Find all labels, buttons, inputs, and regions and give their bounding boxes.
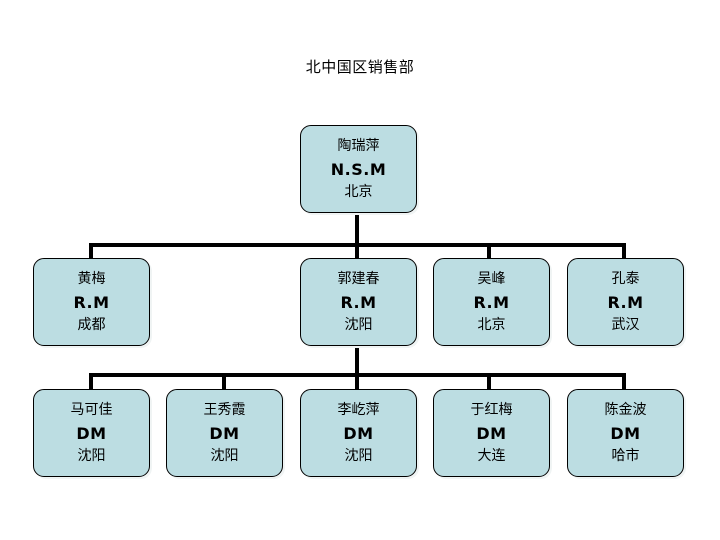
node-location: 北京: [344, 183, 373, 200]
org-node-level3-2[interactable]: 王秀霞 DM 沈阳: [166, 389, 283, 477]
org-node-level3-3[interactable]: 李屹萍 DM 沈阳: [300, 389, 417, 477]
node-name: 马可佳: [70, 401, 113, 418]
connector-l2-drop-1: [89, 243, 93, 263]
node-name: 于红梅: [470, 401, 513, 418]
connector-l3-drop-3: [355, 373, 359, 393]
node-location: 沈阳: [344, 316, 373, 333]
node-title: N.S.M: [330, 159, 387, 179]
node-title: DM: [476, 423, 507, 443]
node-location: 武汉: [611, 316, 640, 333]
connector-l2-drop-2: [355, 243, 359, 263]
node-title: R.M: [473, 292, 510, 312]
connector-l3-drop-4: [487, 373, 491, 393]
org-node-level1-1[interactable]: 陶瑞萍 N.S.M 北京: [300, 125, 417, 213]
node-title: R.M: [73, 292, 110, 312]
node-location: 沈阳: [77, 447, 106, 464]
org-node-level2-2[interactable]: 郭建春 R.M 沈阳: [300, 258, 417, 346]
org-node-level2-1[interactable]: 黄梅 R.M 成都: [33, 258, 150, 346]
node-name: 王秀霞: [203, 401, 246, 418]
node-location: 哈市: [611, 447, 640, 464]
node-title: DM: [343, 423, 374, 443]
connector-l2-drop-4: [622, 243, 626, 263]
node-title: R.M: [340, 292, 377, 312]
node-location: 沈阳: [210, 447, 239, 464]
node-title: R.M: [607, 292, 644, 312]
node-location: 成都: [77, 316, 106, 333]
node-location: 大连: [477, 447, 506, 464]
connector-l3-drop-1: [89, 373, 93, 393]
node-name: 孔泰: [611, 270, 640, 287]
node-location: 沈阳: [344, 447, 373, 464]
node-title: DM: [76, 423, 107, 443]
node-name: 李屹萍: [337, 401, 380, 418]
connector-l2-stem: [355, 343, 359, 377]
connector-l3-drop-5: [622, 373, 626, 393]
connector-l2-drop-3: [487, 243, 491, 263]
connector-l3-drop-2: [222, 373, 226, 393]
org-node-level3-4[interactable]: 于红梅 DM 大连: [433, 389, 550, 477]
node-title: DM: [610, 423, 641, 443]
org-node-level3-5[interactable]: 陈金波 DM 哈市: [567, 389, 684, 477]
connector-l1-stem: [355, 213, 359, 247]
node-title: DM: [209, 423, 240, 443]
node-location: 北京: [477, 316, 506, 333]
node-name: 陶瑞萍: [337, 137, 380, 154]
org-node-level3-1[interactable]: 马可佳 DM 沈阳: [33, 389, 150, 477]
node-name: 郭建春: [337, 270, 380, 287]
chart-title: 北中国区销售部: [305, 58, 415, 76]
org-node-level2-4[interactable]: 孔泰 R.M 武汉: [567, 258, 684, 346]
node-name: 吴峰: [477, 270, 506, 287]
node-name: 黄梅: [77, 270, 106, 287]
node-name: 陈金波: [604, 401, 647, 418]
org-node-level2-3[interactable]: 吴峰 R.M 北京: [433, 258, 550, 346]
